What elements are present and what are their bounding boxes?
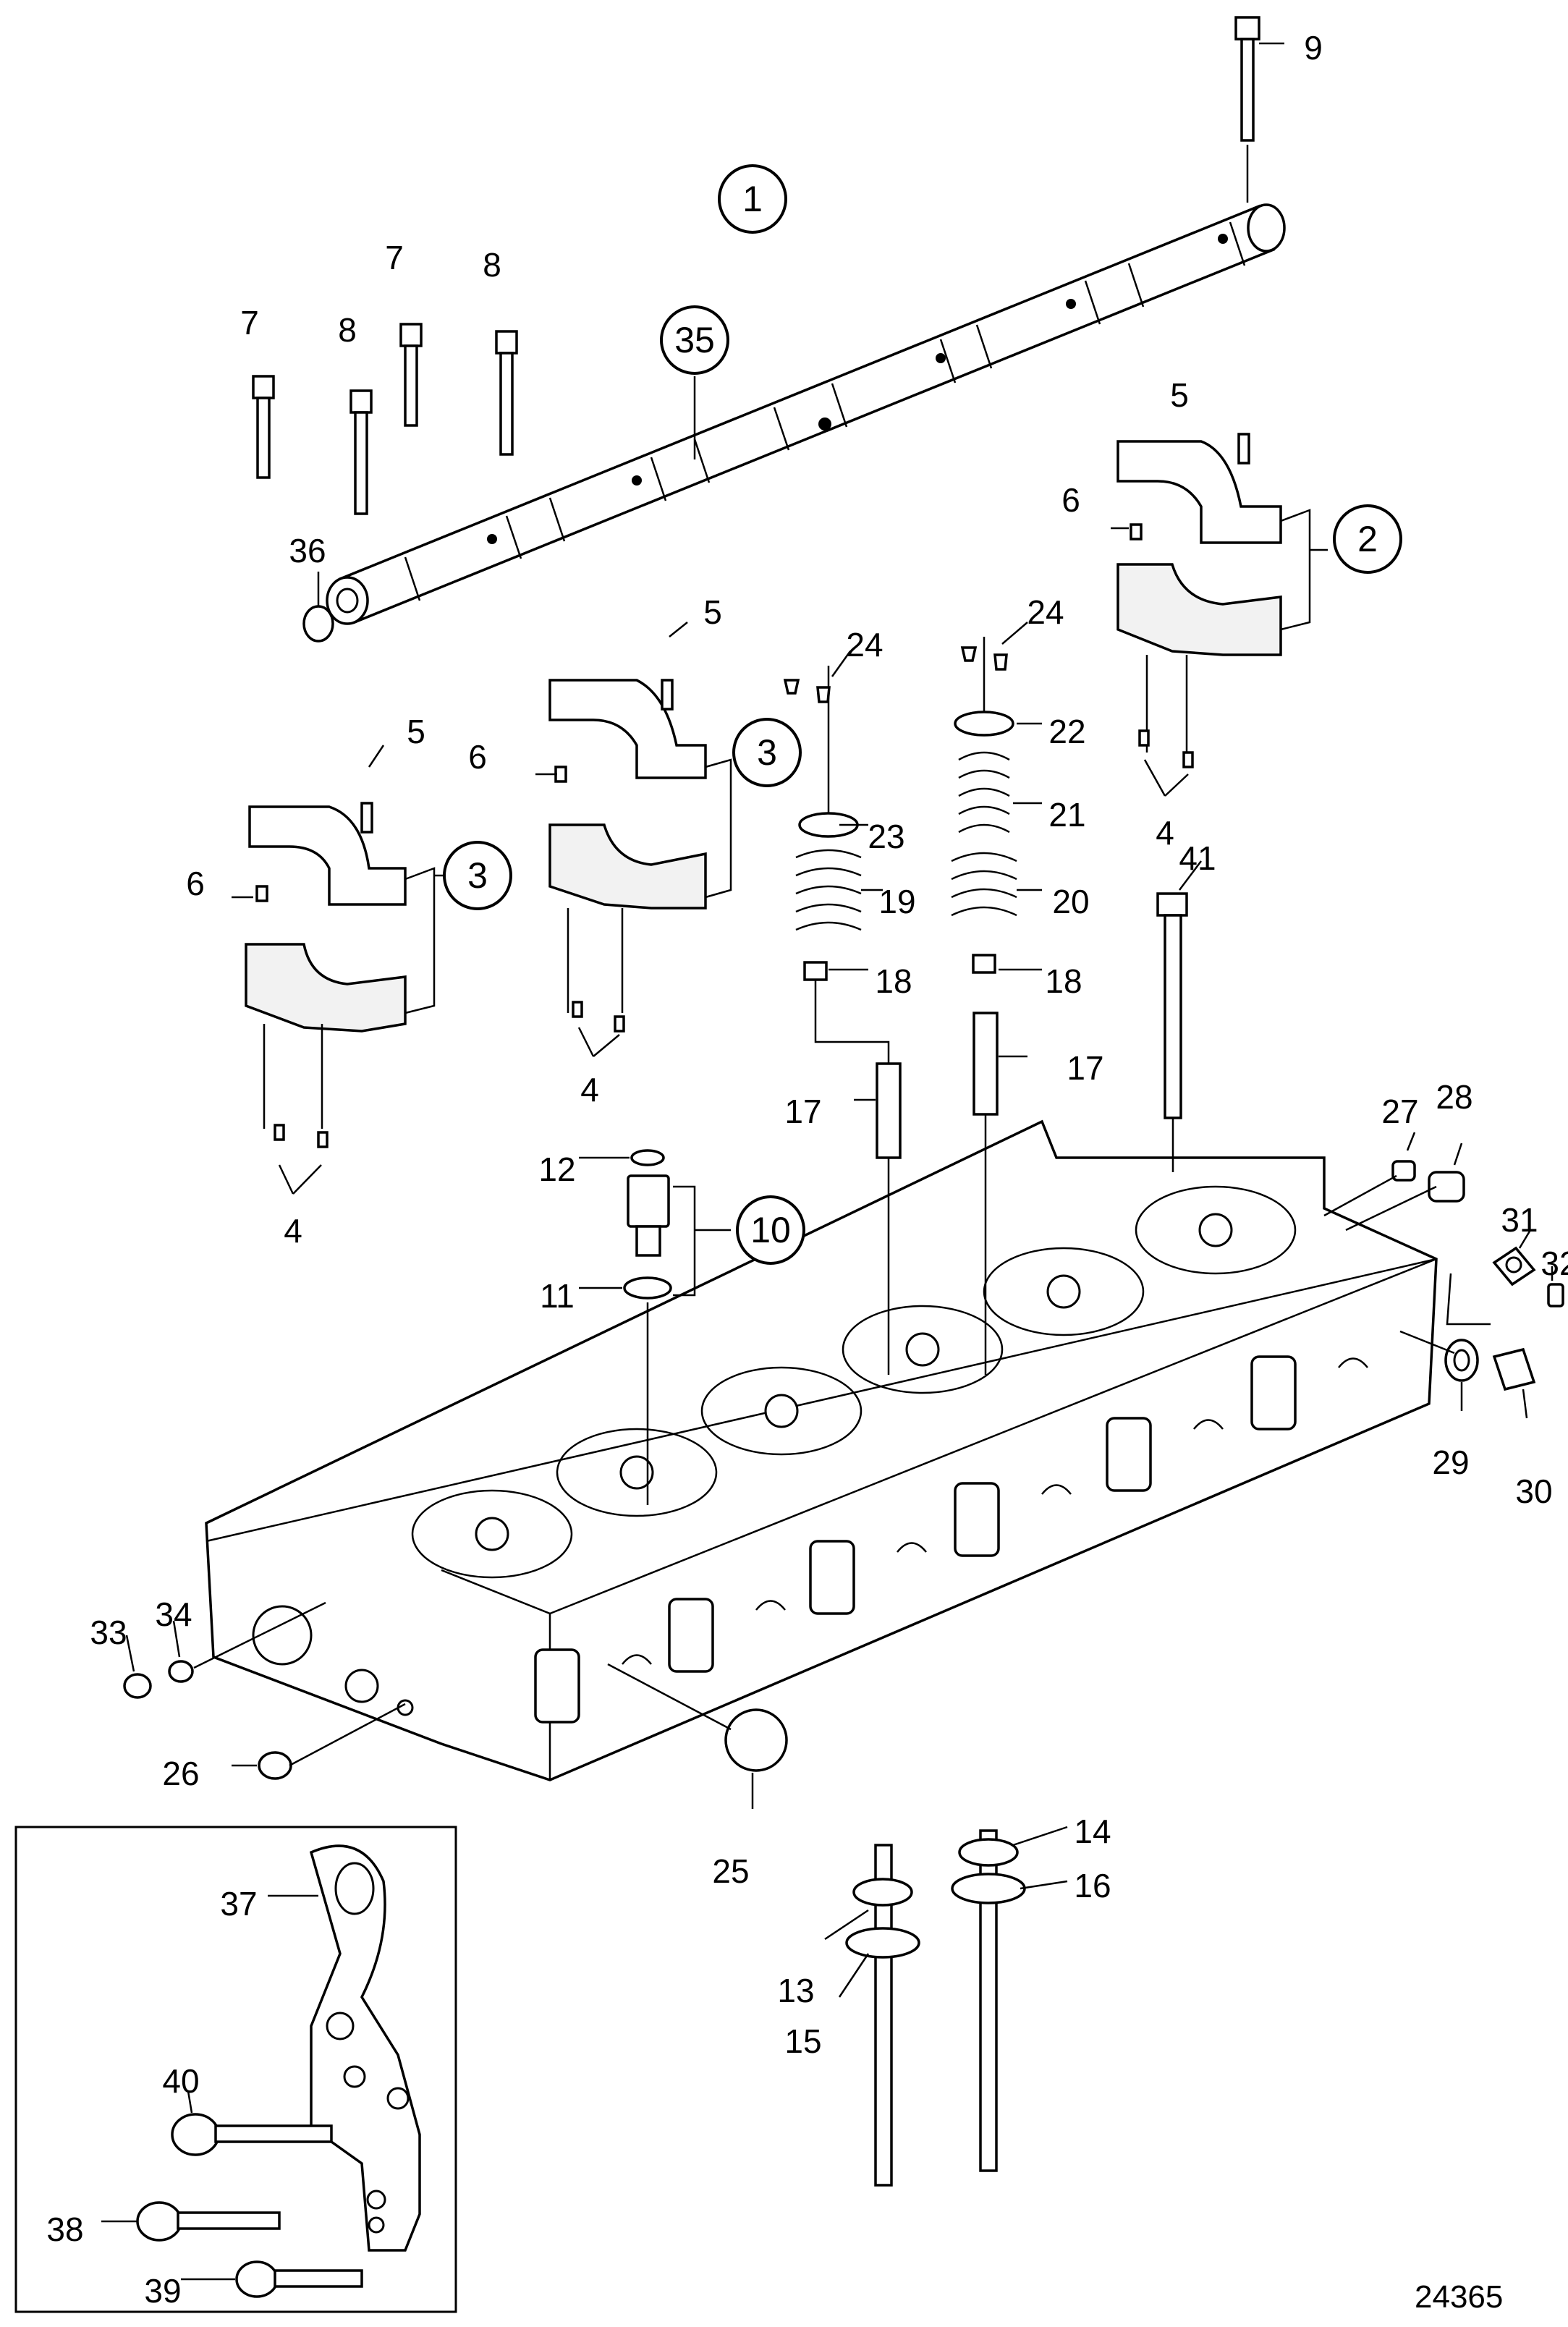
stud-41 — [1156, 860, 1202, 1172]
injector-sleeve — [579, 1149, 731, 1505]
callout-label-22: 22 — [1048, 713, 1085, 750]
callout-label-5: 5 — [703, 593, 722, 631]
callout-label-2: 2 — [1357, 519, 1378, 559]
callout-label-18: 18 — [875, 962, 912, 1000]
callout-label-13: 13 — [777, 1972, 814, 2009]
callout-label-6: 6 — [186, 865, 205, 902]
callout-label-38: 38 — [46, 2211, 83, 2248]
front-plugs — [123, 1601, 788, 1809]
plugs-29-32 — [1399, 1229, 1564, 1419]
callout-label-7: 7 — [385, 239, 404, 276]
callout-label-25: 25 — [712, 1852, 749, 1890]
callout-label-4: 4 — [284, 1212, 302, 1250]
bearing-bracket-right — [1111, 433, 1328, 797]
callout-circle-10 — [736, 1195, 805, 1265]
callout-circle-3 — [732, 718, 802, 787]
callout-label-14: 14 — [1074, 1813, 1111, 1850]
callout-label-29: 29 — [1432, 1444, 1469, 1481]
plugs-27-28 — [1323, 1132, 1465, 1232]
cylinder-head — [205, 1119, 1438, 1781]
callout-label-4: 4 — [1156, 814, 1174, 852]
callout-label-8: 8 — [483, 246, 501, 284]
callout-label-6: 6 — [1061, 481, 1080, 519]
callout-label-6: 6 — [468, 738, 487, 776]
callout-label-27: 27 — [1381, 1093, 1418, 1130]
callout-label-3: 3 — [467, 855, 488, 896]
valves — [824, 1826, 1068, 2187]
rocker-shaft — [326, 203, 1286, 625]
callout-label-23: 23 — [868, 818, 904, 855]
callout-label-26: 26 — [162, 1755, 199, 1792]
callout-label-24: 24 — [1027, 593, 1064, 631]
valve-train-right — [951, 622, 1042, 1375]
callout-label-39: 39 — [144, 2272, 181, 2310]
callout-label-8: 8 — [338, 311, 357, 349]
callout-label-18: 18 — [1045, 962, 1082, 1000]
inset-lifting-eye — [14, 1826, 457, 2313]
callout-label-4: 4 — [580, 1071, 599, 1109]
callout-label-17: 17 — [784, 1093, 821, 1130]
callout-label-35: 35 — [674, 320, 715, 360]
callout-labels: 1233103544455566677889111213141516171718… — [46, 29, 1568, 2310]
callout-label-20: 20 — [1052, 883, 1089, 920]
callout-circle-35 — [660, 305, 729, 375]
valve-train-left — [783, 650, 902, 1375]
callout-label-31: 31 — [1501, 1201, 1538, 1239]
callout-label-34: 34 — [155, 1595, 192, 1633]
callout-label-11: 11 — [540, 1277, 575, 1315]
callout-label-24: 24 — [846, 626, 883, 664]
callout-label-10: 10 — [750, 1210, 791, 1250]
bearing-bracket-left — [232, 745, 452, 1195]
callout-label-15: 15 — [784, 2022, 821, 2060]
callout-label-1: 1 — [742, 179, 763, 219]
callout-label-37: 37 — [220, 1885, 257, 1923]
callout-circle-2 — [1333, 504, 1402, 574]
callout-label-28: 28 — [1436, 1078, 1472, 1116]
callout-label-41: 41 — [1179, 839, 1216, 877]
bearing-bracket-middle — [535, 622, 732, 1057]
callout-label-7: 7 — [240, 304, 259, 342]
callout-label-40: 40 — [162, 2062, 199, 2100]
callout-label-3: 3 — [757, 732, 777, 773]
callout-label-19: 19 — [878, 883, 915, 920]
callout-label-9: 9 — [1304, 29, 1323, 67]
callout-label-12: 12 — [538, 1150, 575, 1188]
callout-circle-1 — [718, 164, 787, 234]
drawing-number-label: 24365 — [1415, 2279, 1504, 2315]
shaft-bolts — [252, 16, 1284, 515]
callout-label-32: 32 — [1541, 1245, 1568, 1282]
callout-circle-3 — [443, 841, 512, 910]
callout-label-33: 33 — [90, 1614, 127, 1651]
callout-label-21: 21 — [1048, 796, 1085, 834]
callout-label-36: 36 — [289, 532, 326, 569]
washer-36 — [302, 572, 334, 643]
callout-label-16: 16 — [1074, 1867, 1111, 1904]
callout-label-5: 5 — [1170, 376, 1189, 414]
callout-label-30: 30 — [1515, 1472, 1552, 1510]
callout-label-17: 17 — [1067, 1049, 1103, 1087]
callout-label-5: 5 — [407, 713, 425, 750]
